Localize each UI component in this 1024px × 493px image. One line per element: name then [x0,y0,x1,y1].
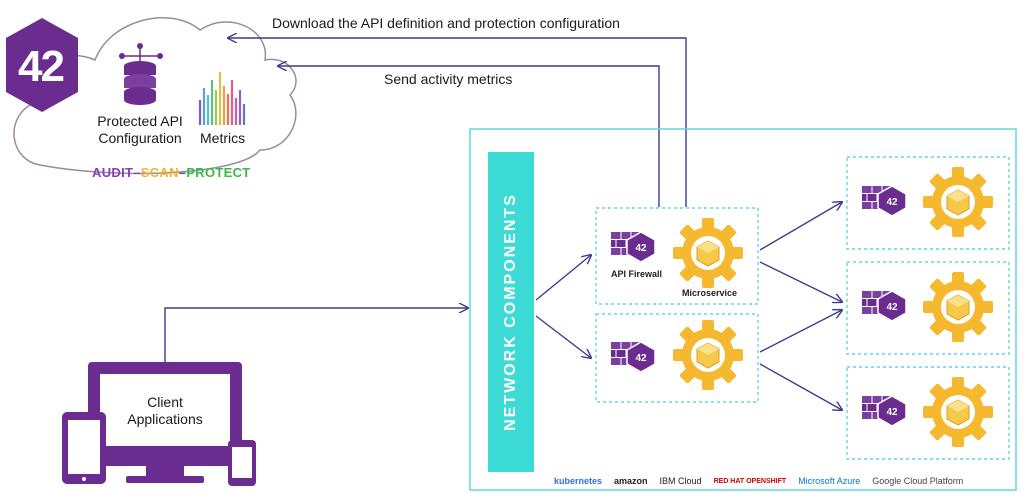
client-label-line2: Applications [127,411,203,427]
environment-frame [469,128,1017,491]
azure-logo: Microsoft Azure [798,476,861,486]
kubernetes-logo: kubernetes [554,476,603,486]
scan-text: SCAN [140,165,179,180]
pod-to-pod-arrow [759,363,842,410]
microservice-gear-icon [922,271,994,343]
api-firewall-icon [861,185,907,217]
microservice-gear-icon [672,217,744,289]
client-label-line1: Client [147,394,183,410]
google-cloud-logo: Google Cloud Platform [872,476,964,486]
api-firewall-icon [610,341,656,373]
ibm-cloud-logo: IBM Cloud [659,476,702,486]
api-firewall-label: API Firewall [611,269,663,279]
network-components-bar: NETWORK COMPONENTS [488,152,534,472]
amazon-logo: amazon [614,476,648,486]
metrics-label: Metrics [200,130,246,146]
metrics-chart-icon [198,72,246,125]
separator: – [133,165,141,180]
client-to-network-arrow [164,308,468,362]
pod-to-pod-arrow [759,202,842,251]
microservice-gear-icon [922,166,994,238]
pod-box [846,366,1010,460]
protected-api-config-label: Protected API Configuration [86,113,194,147]
pod-box [846,261,1010,355]
client-applications-label: Client Applications [100,394,230,428]
pod-to-pod-arrow [759,261,842,302]
send-metrics-label: Send activity metrics [384,71,513,87]
platform-logos: kubernetes amazon IBM Cloud RED HAT OPEN… [554,476,963,486]
openshift-logo: RED HAT OPENSHIFT [713,477,787,485]
pod-box [846,156,1010,250]
database-icon [119,43,163,105]
network-to-pod-arrow [535,255,591,301]
api-firewall-icon [861,290,907,322]
network-to-pod-arrow [535,315,591,358]
audit-text: AUDIT [92,165,134,180]
microservice-label: Microservice [682,288,738,298]
audit-scan-protect-tagline: AUDIT–SCAN–PROTECT [92,165,251,180]
client-devices-icon [62,362,256,486]
config-label-line2: Configuration [98,130,182,146]
api-firewall-icon [610,231,656,263]
download-config-arrow [228,38,687,207]
protect-text: PROTECT [186,165,251,180]
pod-box [595,313,759,403]
download-config-label: Download the API definition and protecti… [272,15,620,31]
api-firewall-icon [861,395,907,427]
logo-42-text: 42 [18,42,65,91]
config-label-line1: Protected API [97,113,183,129]
pod-to-pod-arrow [759,310,842,353]
separator: – [178,165,187,180]
microservice-gear-icon [922,376,994,448]
send-metrics-arrow [278,66,660,207]
pod-box [595,207,759,305]
microservice-gear-icon [672,319,744,391]
network-components-label: NETWORK COMPONENTS [502,193,519,431]
logo-42-icon [6,18,78,112]
